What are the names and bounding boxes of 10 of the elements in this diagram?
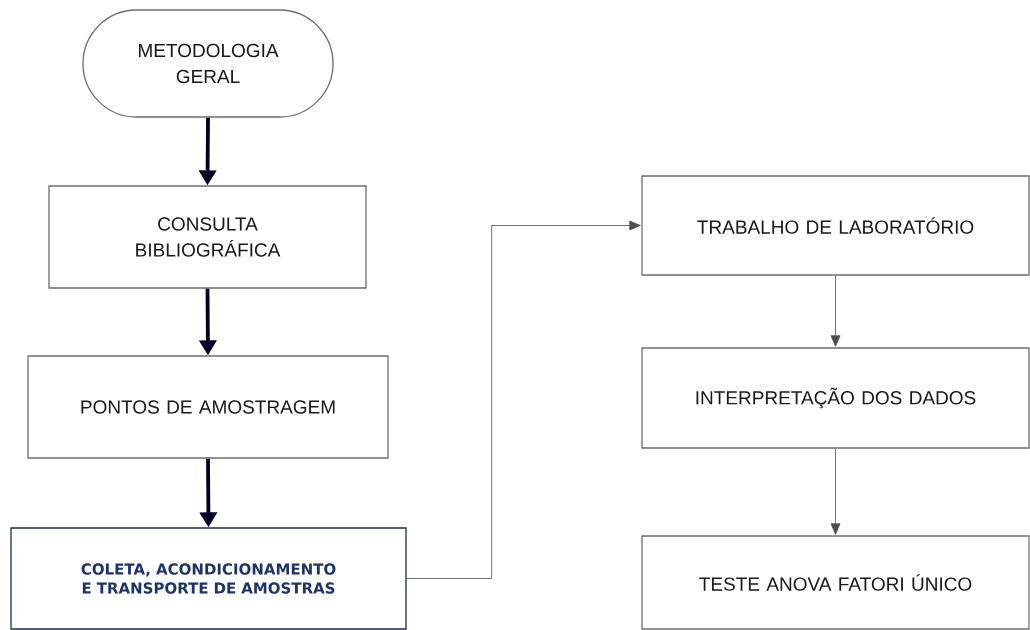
arrow: [830, 448, 841, 535]
arrow: [830, 275, 841, 347]
start-terminal: METODOLOGIA GERAL: [82, 9, 334, 118]
process-box: COLETA, ACONDICIONAMENTO E TRANSPORTE DE AMOSTRAS: [10, 527, 407, 630]
process-box: INTERPRETAÇÃO DOS DADOS: [641, 347, 1030, 449]
process-box: CONSULTA BIBLIOGRÁFICA: [48, 185, 367, 289]
arrow: [406, 220, 641, 579]
process-box: TESTE ANOVA FATORI ÚNICO: [641, 535, 1030, 630]
process-box: TRABALHO DE LABORATÓRIO: [641, 175, 1030, 276]
process-box: PONTOS DE AMOSTRAGEM: [27, 355, 389, 459]
